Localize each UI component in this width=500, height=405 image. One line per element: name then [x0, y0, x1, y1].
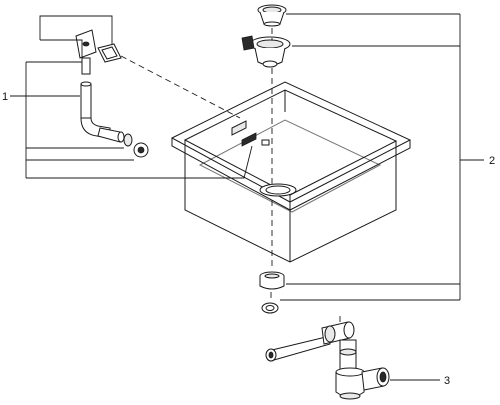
waste-lock-nut-body: [259, 276, 285, 290]
overflow-kit: [75, 29, 149, 158]
strainer-side-knob: [241, 35, 255, 51]
overflow-connector-ring-inner: [137, 146, 145, 154]
callout-1-leaders: [10, 15, 253, 179]
sink-overflow-slot: [241, 132, 257, 147]
overflow-gasket: [97, 43, 122, 63]
dashed-line-overflow-to-sink: [120, 55, 241, 119]
callout-label-1: 1: [2, 91, 8, 103]
siphon-top-connector-cap: [343, 321, 355, 339]
siphon-riser: [339, 339, 357, 373]
overflow-hose-top: [80, 81, 92, 87]
overflow-stub-pipe: [81, 57, 91, 75]
siphon-outlet-pipe: [271, 335, 331, 361]
callout-2-leaders: [280, 13, 484, 301]
sink-basin: [170, 81, 412, 263]
siphon-bowl-top: [335, 367, 365, 377]
siphon-side-outlet-bore: [379, 371, 387, 383]
overflow-hose-vertical: [80, 83, 92, 119]
callout-label-2: 2: [489, 155, 495, 167]
waste-washer-hole: [265, 305, 275, 311]
sink-drain-hole-inner: [265, 185, 291, 195]
sink-basin-floor: [198, 119, 382, 213]
overflow-hose-horizontal: [97, 127, 121, 143]
waste-lock-nut-bore: [264, 273, 280, 279]
callout-1-leader-cover: [26, 39, 83, 63]
siphon-riser-ring: [339, 348, 357, 356]
strainer-body-outlet: [262, 60, 278, 68]
assembly-dashed-lines: [120, 28, 341, 322]
siphon-trap: [265, 321, 390, 400]
sink-rim: [170, 81, 412, 203]
callout-1-leader-bottom: [26, 145, 253, 179]
strainer-waste-kit: [241, 4, 291, 314]
callout-label-3: 3: [444, 375, 450, 387]
siphon-bowl-bottom-cap: [339, 392, 361, 400]
siphon-outlet-end-bore: [268, 351, 274, 359]
sink-overflow-hole: [231, 120, 247, 136]
siphon-top-connector-nut: [324, 325, 336, 343]
sink-overflow-clip: [261, 139, 270, 146]
overflow-nut: [123, 133, 133, 147]
strainer-body-inner: [256, 39, 284, 49]
overflow-hose-end: [117, 131, 125, 143]
overflow-cover-screw: [82, 41, 90, 47]
overflow-gasket-inner: [101, 46, 118, 60]
strainer-basket-bottom: [263, 21, 281, 27]
callout-1-leader-top: [39, 15, 113, 44]
